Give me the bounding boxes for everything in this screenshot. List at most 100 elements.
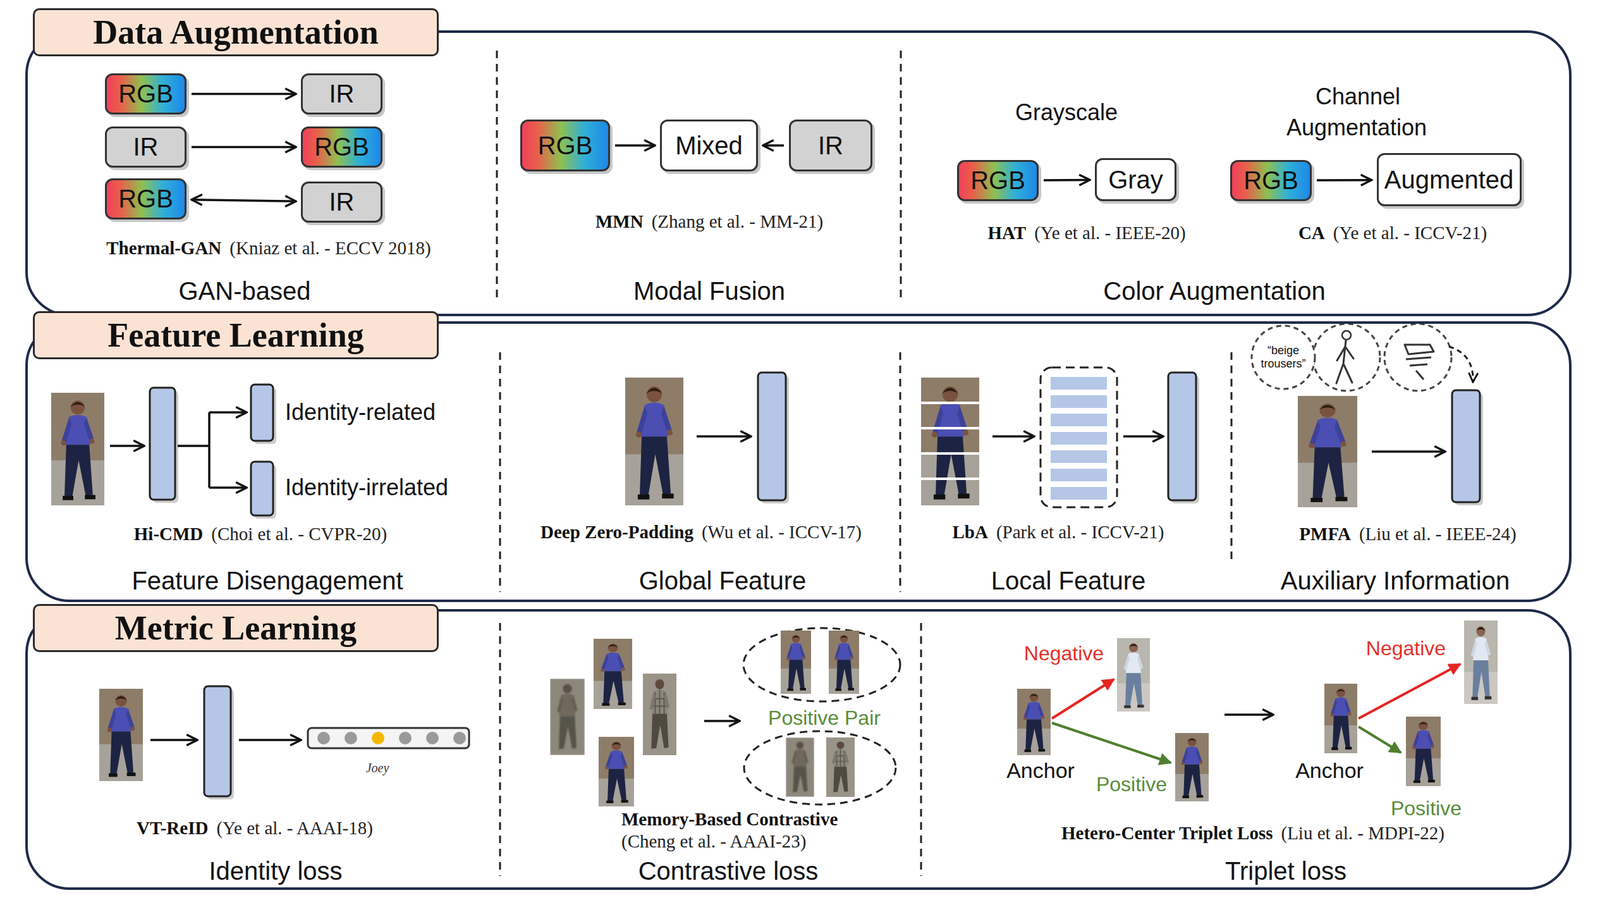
connector-arrow [615,144,655,147]
connector-arrow [763,144,784,147]
process-box: Augmented [1376,152,1522,207]
citation: (Ye et al. - ICCV-21) [1331,222,1489,243]
citation: (Kniaz et al. - ECCV 2018) [228,237,432,258]
label-group: Grayscale [1013,97,1119,129]
citation: (Park et al. - ICCV-21) [995,521,1166,542]
part-stripe [921,402,980,479]
box-text: RGB [118,79,174,109]
feature-bar-part [149,387,176,500]
person-photo-part [549,678,585,755]
citation: Hetero-Center Triplet Loss [1060,822,1275,843]
label-group: Memory-Based Contrastive [620,808,839,830]
label-group: Positive [1094,772,1169,796]
section-caption: Identity loss [207,856,344,885]
local-feature-stack-part [1050,431,1107,445]
label-group: Negative [1364,636,1448,660]
citation: (Ye et al. - IEEE-20) [1032,222,1187,243]
citation: Memory-Based Contrastive [620,808,839,829]
citation: (Choi et al. - CVPR-20) [209,523,389,544]
flow-arrow-part [177,412,210,488]
separator-part [900,50,903,301]
part-stripe-part [921,401,980,404]
label-group: CA(Ye et al. - ICCV-21) [1297,222,1489,244]
separator-part [1230,352,1233,563]
local-feature-stack-part [1050,395,1107,408]
box-text: IR [329,79,355,109]
flow-arrow-part [238,738,301,741]
citation: VT-ReID [135,817,210,838]
pair-ellipse-part [826,737,855,797]
flow-arrow-part [209,410,247,414]
sub-caption: Identity-irrelated [283,474,450,501]
flow-arrow-part [1371,450,1446,453]
flow-arrow-part [696,434,752,438]
circle-outline [1251,325,1315,389]
part-stripe-part [921,426,980,430]
auxiliary-icon-part [1336,340,1354,384]
box-text: Augmented [1384,165,1515,195]
positive-label: Positive [1389,796,1463,820]
identity-vector-part [307,727,470,748]
rgb-box: RGB [957,159,1039,202]
section-caption: Contrastive loss [637,856,820,885]
citation: PMFA [1297,523,1353,544]
ir-box: IR [788,119,873,172]
label-group: MMN(Zhang et al. - MM-21) [594,211,825,233]
person-photo-part [1405,716,1441,786]
label-group: Deep Zero-Padding(Wu et al. - ICCV-17) [539,521,863,543]
connector-arrow [1316,178,1372,182]
ir-box: IR [104,126,187,168]
box-text: RGB [537,131,593,160]
negative-label: Negative [1022,641,1106,665]
citation: (Cheng et al. - AAAI-23) [620,830,808,851]
label-group: Channel Augmentation [1262,81,1453,143]
person-photo-part [1017,688,1051,755]
attribute-text: “beige trousers” [1254,343,1312,370]
person-photo-part [51,392,105,506]
label-group: VT-ReID(Ye et al. - AAAI-18) [135,817,375,839]
pair-ellipse-part [780,630,812,694]
label-group: Anchor [1005,757,1076,783]
pair-ellipse [743,627,901,805]
ir-box: IR [300,181,383,223]
label-group: Identity loss [207,856,344,885]
label-group: Anchor [1294,757,1365,783]
triplet-arrow-part [1051,722,1171,763]
person-photo-part [593,638,633,709]
triplet-arrow-part [1358,726,1401,753]
connector-arrow [191,199,296,202]
part-stripe-part [921,451,980,455]
separator-part [499,622,502,876]
label-group: Feature Disengagement [130,566,404,595]
label-group: Contrastive loss [637,856,820,885]
flow-arrow [109,412,1446,740]
section-panel: Metric Learning [25,608,1572,890]
rgb-box: RGB [104,178,187,220]
section-caption: Auxiliary Information [1279,566,1511,595]
person-photo-part [1297,395,1358,507]
flow-arrow-part [109,444,145,447]
person-photo [51,377,1498,807]
label-group: LbA(Park et al. - ICCV-21) [951,521,1166,543]
person-photo-part [642,673,677,755]
separator-part [499,352,502,592]
citation: LbA [951,521,990,542]
pair-ellipse-part [744,730,896,805]
class-name: Joey [364,760,391,775]
citation: Hi-CMD [132,523,205,544]
label-group: Hetero-Center Triplet Loss(Liu et al. - … [1060,822,1446,844]
pair-label: Positive Pair [766,706,882,729]
section-title: Feature Learning [107,315,364,355]
identity-vector-part [453,731,466,745]
separator-part [899,352,902,592]
person-photo-part [625,377,684,506]
ir-box: IR [300,73,383,115]
box-text: RGB [314,132,370,162]
label-group: Thermal-GAN(Kniaz et al. - ECCV 2018) [104,237,432,259]
label-group: PMFA(Liu et al. - IEEE-24) [1297,523,1518,545]
label-group: Local Feature [989,566,1148,595]
rgb-box: RGB [520,119,611,172]
label-group: Modal Fusion [632,276,787,305]
box-text: Mixed [675,131,743,160]
flow-arrow-part [150,738,198,741]
